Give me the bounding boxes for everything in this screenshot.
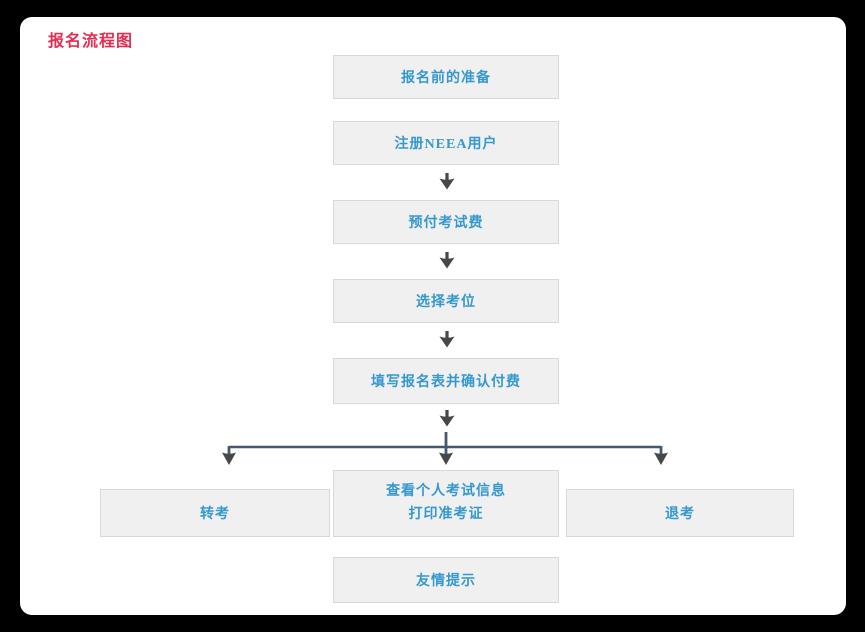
- branch-box-withdraw-exam[interactable]: 退考: [566, 489, 794, 537]
- branch-connector-lines: [222, 432, 668, 465]
- page-title: 报名流程图: [48, 33, 134, 50]
- step-label: 注册NEEA用户: [394, 137, 498, 152]
- branch-box-transfer-exam[interactable]: 转考: [100, 489, 330, 537]
- step-box-prepay-fee[interactable]: 预付考试费: [333, 200, 559, 244]
- down-arrow-icon: [439, 331, 455, 348]
- step-label: 选择考位: [416, 295, 476, 310]
- branch-box-view-info-print-ticket[interactable]: 查看个人考试信息 打印准考证: [333, 470, 559, 537]
- branch-label: 转考: [200, 507, 230, 522]
- branch-label: 退考: [665, 507, 695, 522]
- footer-label: 友情提示: [416, 574, 476, 589]
- step-box-choose-seat[interactable]: 选择考位: [333, 279, 559, 323]
- footer-box-friendly-tips[interactable]: 友情提示: [333, 557, 559, 603]
- step-box-preparation[interactable]: 报名前的准备: [333, 55, 559, 99]
- down-arrow-icon: [439, 410, 455, 427]
- step-box-register-neea[interactable]: 注册NEEA用户: [333, 121, 559, 165]
- down-arrow-icon: [439, 173, 455, 190]
- content-card: 报名流程图 报名前的准备 注册NEEA用户 预付考试费 选择考位 填写报名表并确…: [20, 17, 846, 615]
- branch-label-line2: 打印准考证: [408, 506, 484, 522]
- branch-label-line1: 查看个人考试信息: [386, 484, 506, 500]
- step-label: 预付考试费: [408, 216, 484, 231]
- step-label: 填写报名表并确认付费: [371, 375, 521, 390]
- step-label: 报名前的准备: [401, 71, 491, 86]
- step-box-fill-form-confirm-pay[interactable]: 填写报名表并确认付费: [333, 358, 559, 404]
- down-arrow-icon: [439, 252, 455, 269]
